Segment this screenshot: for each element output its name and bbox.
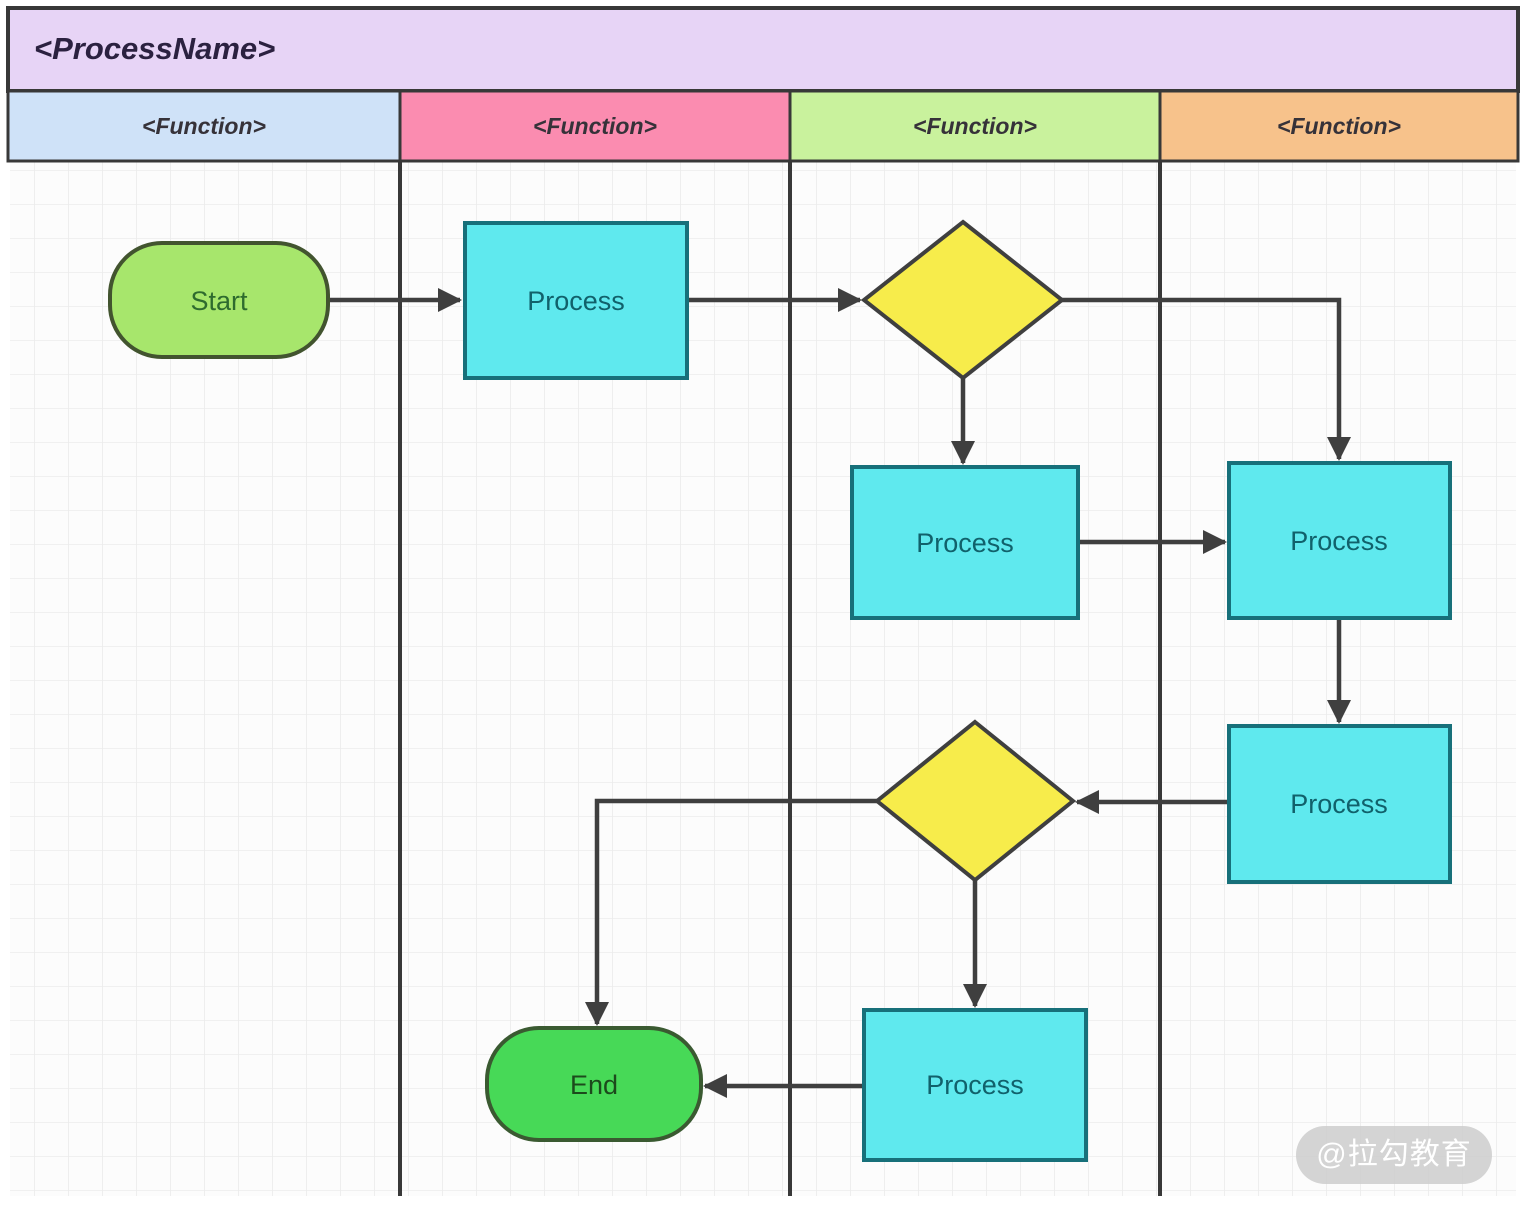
process1-label: Process: [527, 286, 625, 316]
node-process2: Process: [850, 465, 1080, 620]
arrow-decision1-to-process3: [1062, 297, 1351, 461]
lane-header-4: [1158, 89, 1520, 163]
lane-header-3: [788, 89, 1162, 163]
lane-4-label: <Function>: [1277, 113, 1401, 139]
process3-label: Process: [1290, 526, 1388, 556]
node-process4: Process: [1227, 724, 1452, 884]
node-decision1: [860, 219, 1066, 381]
process-title: <ProcessName>: [34, 31, 275, 66]
node-process3: Process: [1227, 461, 1452, 620]
lane-2-label: <Function>: [533, 113, 657, 139]
lane-1-label: <Function>: [142, 113, 266, 139]
end-label: End: [570, 1070, 618, 1100]
lane-3-label: <Function>: [913, 113, 1037, 139]
watermark-badge: @拉勾教育: [1296, 1126, 1492, 1184]
process2-label: Process: [916, 528, 1014, 558]
process5-label: Process: [926, 1070, 1024, 1100]
node-process1: Process: [463, 221, 689, 380]
node-start: Start: [108, 241, 330, 359]
start-label: Start: [190, 286, 248, 316]
node-decision2: [873, 719, 1077, 883]
node-end: End: [485, 1026, 703, 1142]
arrow-decision2-to-end: [585, 798, 877, 1026]
process4-label: Process: [1290, 789, 1388, 819]
node-process5: Process: [862, 1008, 1088, 1162]
